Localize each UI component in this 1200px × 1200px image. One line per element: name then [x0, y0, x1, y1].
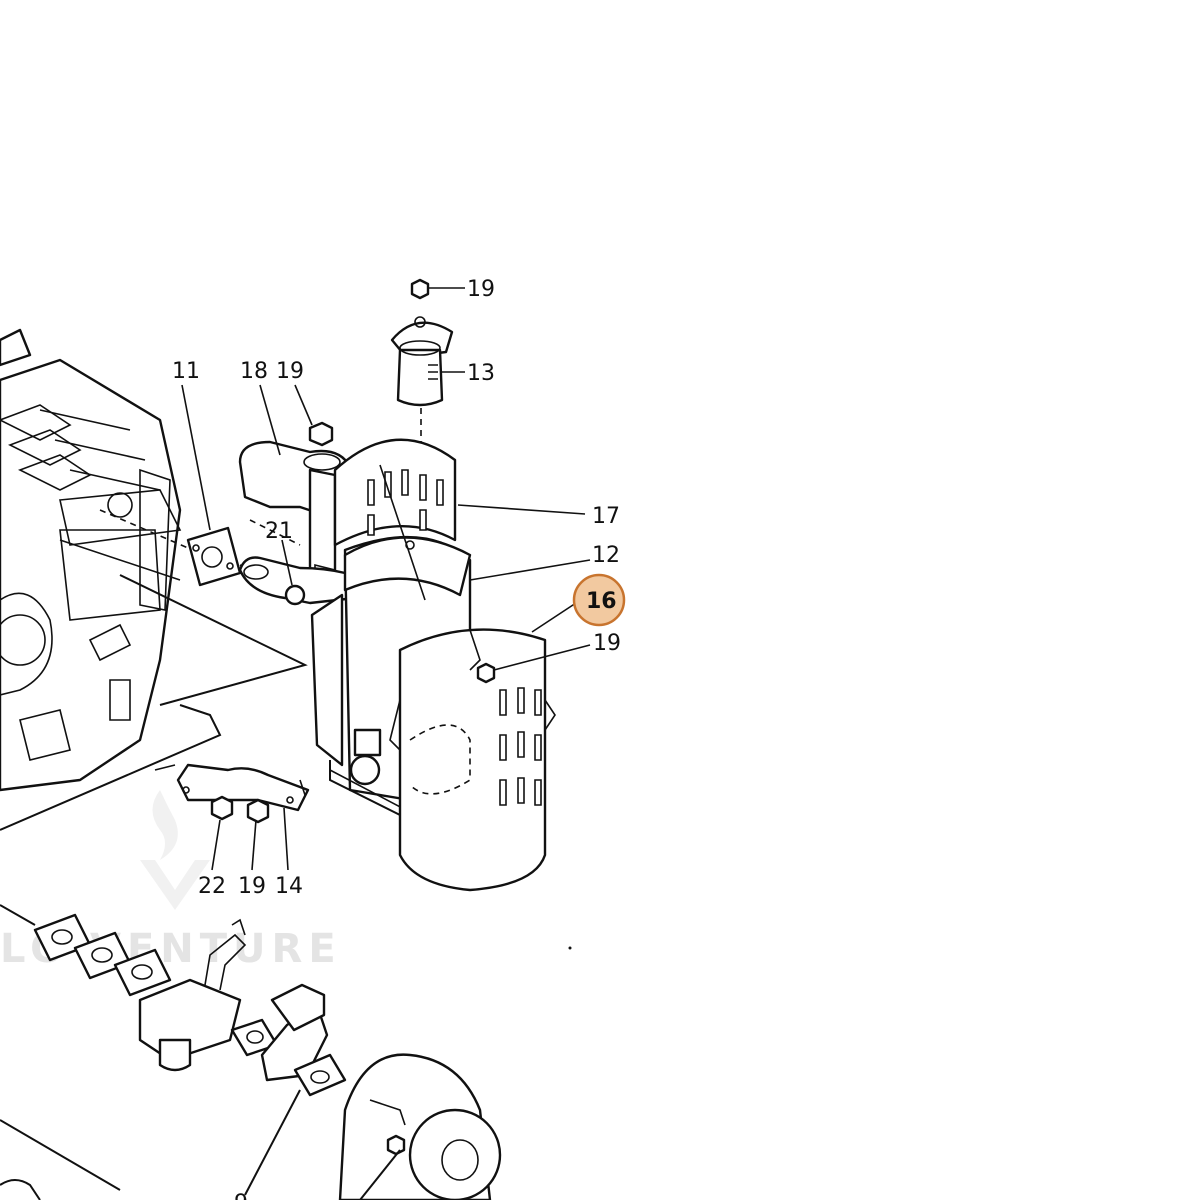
lower-base-outline — [0, 1089, 401, 1200]
outlet-pipe-part-13 — [390, 316, 454, 407]
flange-part-21 — [238, 556, 357, 606]
stray-dot — [568, 946, 572, 950]
callout-19-flange: 19 — [276, 359, 304, 384]
callout-11: 11 — [172, 359, 200, 384]
leader-18 — [259, 384, 281, 456]
bolt-shield — [476, 662, 496, 684]
leader-17 — [457, 504, 586, 515]
leader-19-flange — [294, 384, 313, 426]
callout-17: 17 — [592, 504, 620, 529]
bolt-top — [410, 278, 430, 300]
leader-11 — [181, 384, 211, 531]
air-cleaner — [338, 1053, 502, 1200]
leader-19-bracket — [251, 819, 257, 871]
muffler-cap-part-12 — [343, 464, 472, 601]
leader-19-shield — [493, 644, 591, 671]
engine-base-outline — [0, 574, 308, 926]
callout-22: 22 — [198, 874, 226, 899]
carburetor — [138, 918, 247, 1072]
callout-14: 14 — [275, 874, 303, 899]
leader-12 — [469, 559, 591, 581]
front-shield-part-16 — [389, 628, 556, 892]
gasket-part-11 — [186, 526, 242, 587]
highlight-callout-16[interactable]: 16 — [572, 573, 626, 627]
callout-19-shield: 19 — [593, 631, 621, 656]
callout-19-bracket: 19 — [238, 874, 266, 899]
callout-13: 13 — [467, 361, 495, 386]
leader-14 — [283, 807, 289, 871]
spacer-gaskets — [230, 983, 347, 1097]
bracket-part-14 — [154, 763, 310, 824]
heat-shield-part-17 — [333, 438, 457, 547]
leader-21 — [281, 539, 293, 586]
callout-21: 21 — [265, 519, 293, 544]
callout-19-top: 19 — [467, 277, 495, 302]
callout-18: 18 — [240, 359, 268, 384]
watermark-logo — [140, 790, 210, 910]
callout-9: 9 — [234, 1191, 248, 1200]
callout-16: 16 — [586, 589, 617, 614]
bolt-flange — [308, 421, 334, 447]
leader-22 — [211, 819, 221, 871]
engine-block — [0, 328, 182, 792]
exhaust-elbow-part-18 — [238, 440, 352, 587]
intake-gaskets — [33, 913, 172, 997]
callout-12: 12 — [592, 543, 620, 568]
leader-16 — [531, 602, 577, 633]
